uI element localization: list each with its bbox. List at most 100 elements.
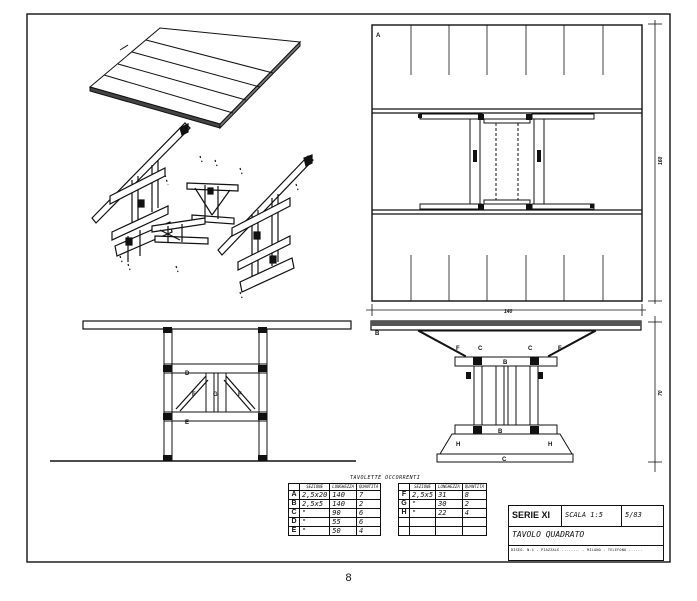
length: 31 bbox=[435, 490, 463, 500]
part-label-f: F bbox=[238, 392, 242, 398]
section: " bbox=[298, 508, 331, 518]
table-row: H " 22 4 bbox=[398, 508, 488, 518]
part-label-e: E bbox=[185, 420, 189, 426]
section bbox=[408, 526, 437, 536]
publisher-address: DISEG. N.1 - PIAZZALE ........ - MILANO … bbox=[511, 548, 643, 552]
part-label-f: F bbox=[192, 392, 196, 398]
section bbox=[408, 517, 437, 527]
table-row: E " 50 4 bbox=[288, 526, 382, 536]
length: 90 bbox=[329, 508, 357, 518]
exploded-view bbox=[88, 27, 314, 299]
quantity: 7 bbox=[355, 490, 382, 500]
col-section: SEZIONE bbox=[408, 483, 437, 491]
part-letter bbox=[398, 526, 410, 536]
part-label-b: B bbox=[375, 331, 380, 337]
drawing-name: TAVOLO QUADRATO bbox=[512, 530, 585, 539]
quantity bbox=[461, 526, 488, 536]
part-letter: B bbox=[288, 499, 300, 509]
plan-view bbox=[371, 24, 643, 302]
section: " bbox=[298, 526, 331, 536]
table-row: D " 55 6 bbox=[288, 517, 382, 527]
section: " bbox=[408, 499, 437, 509]
view-letter-a: A bbox=[376, 33, 381, 39]
section: 2,5x5 bbox=[298, 499, 331, 509]
depth-dimension: 160 bbox=[658, 156, 664, 165]
part-letter: A bbox=[288, 490, 300, 500]
cutting-list-left: SEZIONE LUNGHEZZA QUANTITÀ A 2,5x20 140 … bbox=[288, 483, 382, 536]
quantity: 6 bbox=[355, 517, 382, 527]
drawing-scale: SCALA 1:5 bbox=[565, 511, 603, 519]
part-label-b: B bbox=[498, 429, 503, 435]
sheet-border bbox=[26, 13, 671, 563]
table-row: A 2,5x20 140 7 bbox=[288, 490, 382, 500]
length bbox=[435, 517, 463, 527]
quantity: 2 bbox=[355, 499, 382, 509]
cutting-list-title: TAVOLETTE OCCORRENTI bbox=[350, 475, 421, 481]
part-letter: H bbox=[398, 508, 410, 518]
exploded-centre-brace bbox=[151, 155, 243, 273]
table-row: C " 90 6 bbox=[288, 508, 382, 518]
length bbox=[435, 526, 463, 536]
title-block-header bbox=[509, 506, 663, 527]
table-row: F 2,5x5 31 8 bbox=[398, 490, 488, 500]
part-label-c: C bbox=[502, 457, 507, 463]
part-label-f: F bbox=[456, 346, 460, 352]
series-number: SERIE XI bbox=[512, 510, 551, 520]
section: 2,5x20 bbox=[298, 490, 331, 500]
part-letter: G bbox=[398, 499, 410, 509]
table-row bbox=[398, 517, 488, 527]
part-label-d: D bbox=[185, 371, 190, 377]
exploded-left-trestle bbox=[91, 122, 191, 271]
quantity: 2 bbox=[461, 499, 488, 509]
divider bbox=[621, 506, 622, 526]
height-dimension-label: 70 bbox=[658, 390, 664, 396]
col-length: LUNGHEZZA bbox=[435, 483, 463, 491]
table-row: B 2,5x5 140 2 bbox=[288, 499, 382, 509]
width-dimension: 140 bbox=[504, 309, 513, 315]
part-letter: D bbox=[288, 517, 300, 527]
quantity bbox=[461, 517, 488, 527]
title-block: SERIE XI SCALA 1:5 5/83 TAVOLO QUADRATO … bbox=[508, 505, 664, 561]
part-letter bbox=[398, 517, 410, 527]
length: 55 bbox=[329, 517, 357, 527]
quantity: 8 bbox=[461, 490, 488, 500]
length: 140 bbox=[329, 499, 357, 509]
part-label-c: C bbox=[478, 346, 483, 352]
part-label-b: B bbox=[503, 360, 508, 366]
part-label-c: C bbox=[528, 346, 533, 352]
col-quantity: QUANTITÀ bbox=[355, 483, 382, 491]
exploded-right-trestle bbox=[217, 154, 314, 299]
part-letter: E bbox=[288, 526, 300, 536]
page-number: 8 bbox=[345, 572, 352, 584]
col-length: LUNGHEZZA bbox=[329, 483, 357, 491]
section: " bbox=[408, 508, 437, 518]
col-letter bbox=[398, 483, 410, 491]
end-elevation bbox=[370, 320, 642, 463]
part-letter: C bbox=[288, 508, 300, 518]
part-label-h: H bbox=[548, 442, 552, 448]
table-row bbox=[398, 526, 488, 536]
plan-dimensions bbox=[366, 20, 662, 316]
exploded-tabletop bbox=[88, 27, 302, 130]
drawing-code: 5/83 bbox=[625, 511, 642, 519]
part-label-f: F bbox=[558, 346, 562, 352]
divider bbox=[561, 506, 562, 526]
quantity: 4 bbox=[461, 508, 488, 518]
cutting-list-right: SEZIONE LUNGHEZZA QUANTITÀ F 2,5x5 31 8 … bbox=[398, 483, 488, 536]
length: 140 bbox=[329, 490, 357, 500]
table-row: G " 30 2 bbox=[398, 499, 488, 509]
part-label-g: G bbox=[213, 392, 218, 398]
col-quantity: QUANTITÀ bbox=[461, 483, 488, 491]
quantity: 4 bbox=[355, 526, 382, 536]
section: 2,5x5 bbox=[408, 490, 437, 500]
section: " bbox=[298, 517, 331, 527]
col-letter bbox=[288, 483, 300, 491]
quantity: 6 bbox=[355, 508, 382, 518]
side-elevation bbox=[50, 320, 356, 462]
col-section: SEZIONE bbox=[298, 483, 331, 491]
divider bbox=[509, 545, 663, 546]
length: 30 bbox=[435, 499, 463, 509]
part-letter: F bbox=[398, 490, 410, 500]
